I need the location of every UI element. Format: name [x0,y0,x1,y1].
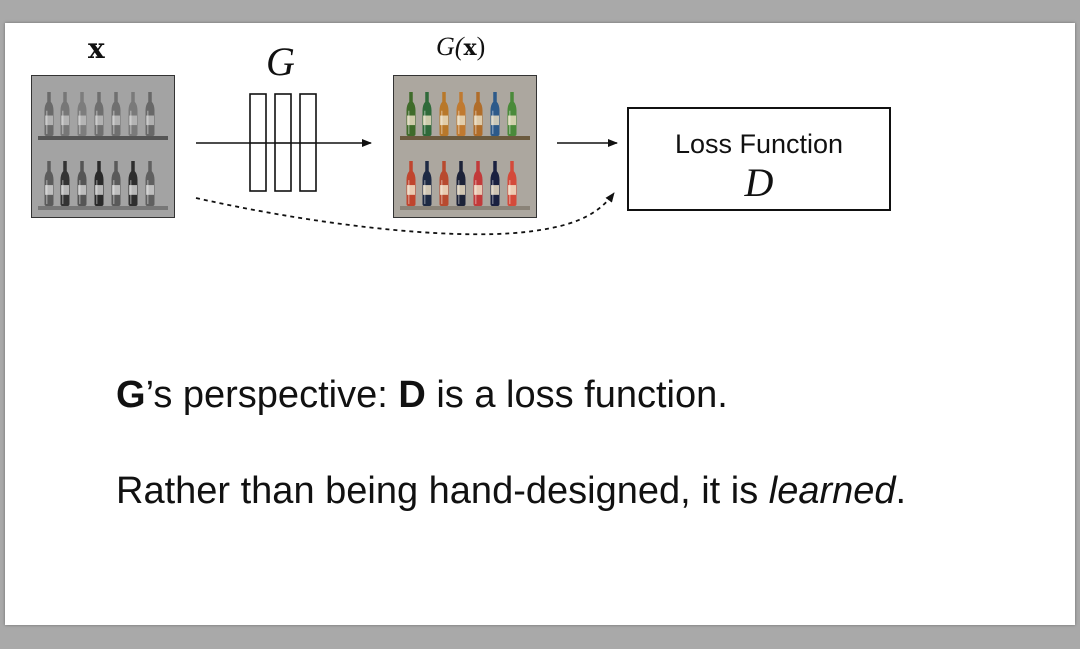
output-color-image [393,75,537,218]
top-bottle [111,92,121,136]
bottom-bottle [145,161,155,206]
bottom-bottle [128,161,138,206]
top-bottle [439,92,449,136]
bottom-bottle [111,161,121,206]
bottom-bottle [406,161,416,206]
loss-function-title: Loss Function [674,129,844,159]
top-bottle [422,92,432,136]
caption-line-2-end: . [895,470,907,512]
loss-function-box: Loss Function D [627,107,891,211]
bottom-bottle [77,161,87,206]
output-label-var: x [463,35,477,61]
generator-label: G [266,39,295,84]
caption-mid: ’s perspective: [145,374,399,416]
bottom-bottle [456,161,466,206]
grayscale-bottles-photo [32,76,174,217]
input-grayscale-image [31,75,175,218]
top-bottle [406,92,416,136]
bottom-bottle [473,161,483,206]
input-to-loss-dashed-arrow [195,192,615,236]
bottom-bottle [490,161,500,206]
top-bottle [94,92,104,136]
top-bottle [490,92,500,136]
input-label: x [88,32,105,65]
caption-g: G [116,374,146,416]
bottom-bottle [422,161,432,206]
caption-end: is a loss function. [425,374,728,416]
output-label-suffix: ) [476,32,486,61]
colorized-bottles-photo [394,76,536,217]
loss-function-symbol: D [744,160,774,205]
caption-learned: learned [768,470,896,512]
top-bottle [145,92,155,136]
top-bottle [77,92,87,136]
top-bottle [456,92,466,136]
slide [5,23,1075,625]
top-bottle [507,92,517,136]
top-bottle [44,92,54,136]
bottom-bottle [507,161,517,206]
output-label: G(x) [436,32,485,62]
bottom-bottle [60,161,70,206]
caption-d: D [398,374,426,416]
caption-line-2: Rather than being hand-designed, it is l… [116,470,906,513]
output-label-prefix: G( [436,32,464,61]
top-bottle [473,92,483,136]
caption-line-1: G’s perspective: D is a loss function. [116,374,728,417]
bottom-bottle [94,161,104,206]
top-bottle [60,92,70,136]
top-bottle [128,92,138,136]
bottom-bottle [439,161,449,206]
caption-line-2-main: Rather than being hand-designed, it is [116,470,769,512]
bottom-bottle [44,161,54,206]
